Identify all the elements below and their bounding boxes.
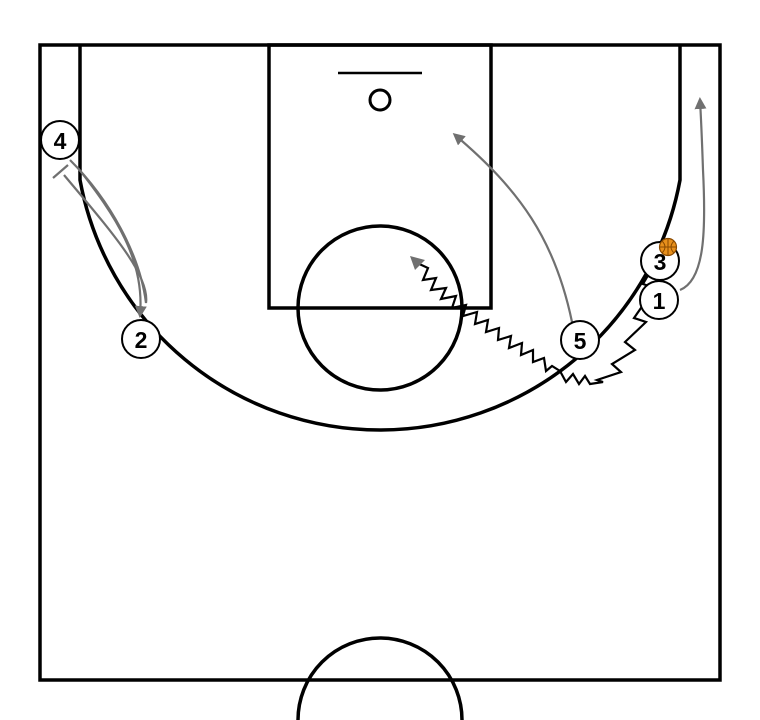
three-point-line [78, 45, 682, 432]
player-5-label: 5 [574, 328, 587, 354]
free-throw-circle [296, 224, 464, 392]
player-5-circle [560, 320, 600, 360]
player-2-circle [121, 319, 161, 359]
screen-bar [52, 164, 69, 179]
cut-path-1 [679, 97, 707, 292]
player-1-circle [639, 280, 679, 320]
dribble-path[interactable] [414, 261, 657, 386]
player-3-label: 3 [654, 249, 667, 275]
hoop-icon [368, 88, 392, 112]
player-4-circle [40, 120, 80, 160]
movement-paths [52, 97, 707, 386]
player-2-label: 2 [135, 327, 148, 353]
dribble-arrowhead [410, 256, 425, 270]
cut-path-5 [452, 133, 574, 323]
screen-path-4 [63, 159, 148, 304]
basketball-icon[interactable] [658, 237, 678, 257]
player-1[interactable]: 1 [639, 280, 679, 320]
court [38, 43, 722, 720]
player-2[interactable]: 2 [121, 319, 161, 359]
player-4[interactable]: 4 [40, 120, 80, 160]
player-4-label: 4 [54, 128, 67, 154]
player-1-label: 1 [653, 288, 666, 314]
center-circle [296, 636, 464, 720]
player-5[interactable]: 5 [560, 320, 600, 360]
cut-path-4 [77, 167, 147, 318]
paint-lane [267, 43, 493, 310]
court-boundary [38, 43, 722, 682]
